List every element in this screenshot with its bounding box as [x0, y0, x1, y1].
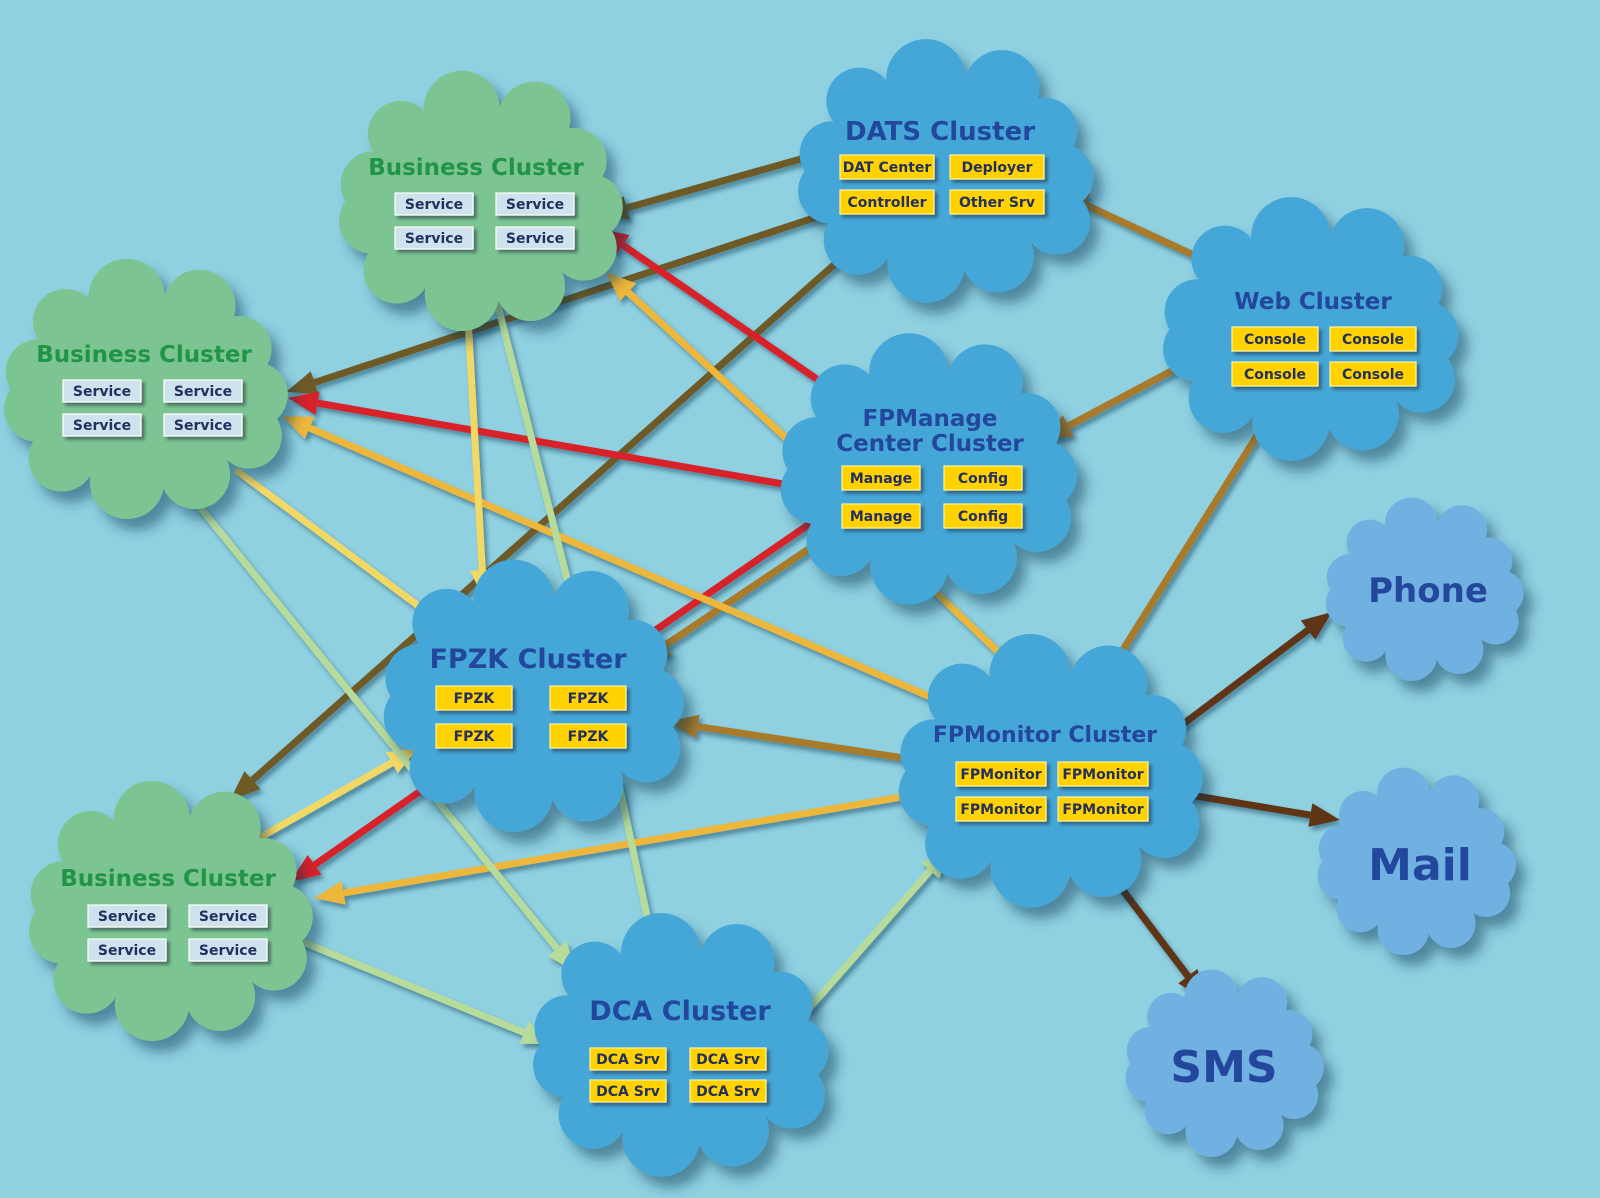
fpzk-cluster[interactable]: FPZK Cluster FPZK FPZK FPZK FPZK: [383, 559, 685, 833]
web-cluster[interactable]: Web Cluster Console Console Console Cons…: [1163, 197, 1459, 461]
service-label: Service: [506, 197, 564, 213]
connection-arrows: [175, 149, 1340, 1044]
fpzk-label: FPZK: [568, 729, 610, 745]
dca-srv-label: DCA Srv: [696, 1084, 760, 1100]
dca-srv-label: DCA Srv: [596, 1084, 660, 1100]
manage-label: Manage: [850, 509, 912, 525]
service-label: Service: [73, 418, 131, 434]
dca-srv-label: DCA Srv: [596, 1052, 660, 1068]
cluster-title: Business Cluster: [36, 342, 252, 368]
service-label: Service: [405, 197, 463, 213]
manage-label: Manage: [850, 471, 912, 487]
arrow-dats-to-business-left: [286, 208, 834, 395]
arrow-dca-to-fpmonitor: [803, 848, 950, 1015]
arrow-dats-to-business-top: [598, 149, 823, 220]
fpmonitor-label: FPMonitor: [1062, 767, 1143, 783]
arrow-fpmanage-to-business-left: [288, 391, 807, 492]
service-label: Service: [98, 909, 156, 925]
cluster-title-line2: Center Cluster: [836, 431, 1024, 457]
console-label: Console: [1244, 332, 1306, 348]
dca-srv-label: DCA Srv: [696, 1052, 760, 1068]
config-label: Config: [958, 509, 1008, 525]
mail-cloud[interactable]: Mail: [1317, 767, 1516, 955]
fpmonitor-label: FPMonitor: [960, 767, 1041, 783]
fpzk-label: FPZK: [454, 729, 496, 745]
cluster-title-line1: FPManage: [863, 406, 998, 432]
business-cluster-top[interactable]: Business Cluster Service Service Service…: [339, 70, 623, 332]
arrow-fpmonitor-to-phone: [1159, 612, 1332, 743]
fpmanage-center-cluster[interactable]: FPManage Center Cluster Manage Config Ma…: [780, 333, 1078, 605]
cluster-title: Web Cluster: [1234, 289, 1392, 315]
arrow-fpmanage-to-business-top: [598, 228, 852, 405]
phone-label: Phone: [1368, 571, 1488, 611]
service-label: Service: [174, 384, 232, 400]
business-cluster-left[interactable]: Business Cluster Service Service Service…: [4, 258, 288, 520]
cluster-title: DCA Cluster: [589, 996, 771, 1027]
service-label: Service: [199, 943, 257, 959]
arrow-fpmanage-to-business-top-gold: [606, 272, 815, 465]
fpmonitor-label: FPMonitor: [960, 802, 1041, 818]
cluster-title: Business Cluster: [368, 155, 584, 181]
other-srv-label: Other Srv: [959, 195, 1035, 211]
console-label: Console: [1244, 367, 1306, 383]
arrow-fpmonitor-to-fpzk: [668, 714, 931, 766]
cluster-title: Business Cluster: [60, 866, 276, 892]
business-cluster-bottom[interactable]: Business Cluster Service Service Service…: [29, 780, 313, 1041]
sms-cloud[interactable]: SMS: [1125, 969, 1324, 1157]
console-label: Console: [1342, 332, 1404, 348]
service-label: Service: [199, 909, 257, 925]
fpmonitor-label: FPMonitor: [1062, 802, 1143, 818]
arrow-fpmanage-to-fpzk: [640, 537, 824, 662]
arrow-fpmanage-to-fpzk-red: [642, 515, 820, 641]
mail-label: Mail: [1368, 840, 1472, 891]
dats-cluster[interactable]: DATS Cluster DAT Center Deployer Control…: [798, 39, 1094, 303]
cluster-title: DATS Cluster: [845, 117, 1035, 147]
service-label: Service: [73, 384, 131, 400]
console-label: Console: [1342, 367, 1404, 383]
dca-cluster[interactable]: DCA Cluster DCA Srv DCA Srv DCA Srv DCA …: [533, 913, 829, 1177]
arrow-dats-to-business-bottom: [230, 237, 865, 800]
cluster-title: FPZK Cluster: [429, 644, 627, 675]
arrow-business-left-to-fpzk: [233, 467, 448, 628]
config-label: Config: [958, 471, 1008, 487]
arrow-business-top-to-dca: [492, 297, 576, 599]
arrow-business-bottom-to-dca: [296, 936, 552, 1044]
controller-label: Controller: [847, 195, 926, 211]
arrow-fpmonitor-to-business-bottom: [314, 788, 931, 905]
service-label: Service: [405, 231, 463, 247]
dat-center-label: DAT Center: [843, 160, 932, 176]
sms-label: SMS: [1170, 1042, 1277, 1093]
arrow-fpmonitor-to-business-left: [282, 416, 974, 719]
service-label: Service: [174, 418, 232, 434]
cluster-title: FPMonitor Cluster: [933, 723, 1157, 748]
service-label: Service: [98, 943, 156, 959]
service-label: Service: [506, 231, 564, 247]
arrow-web-to-fpmanage: [1042, 356, 1194, 440]
fpzk-label: FPZK: [568, 691, 610, 707]
fpzk-label: FPZK: [454, 691, 496, 707]
fpmonitor-cluster[interactable]: FPMonitor Cluster FPMonitor FPMonitor FP…: [898, 634, 1203, 908]
deployer-label: Deployer: [961, 160, 1032, 176]
phone-cloud[interactable]: Phone: [1325, 497, 1524, 681]
arrow-web-to-fpmonitor: [1104, 416, 1271, 680]
arrow-business-top-to-fpzk: [463, 299, 495, 600]
